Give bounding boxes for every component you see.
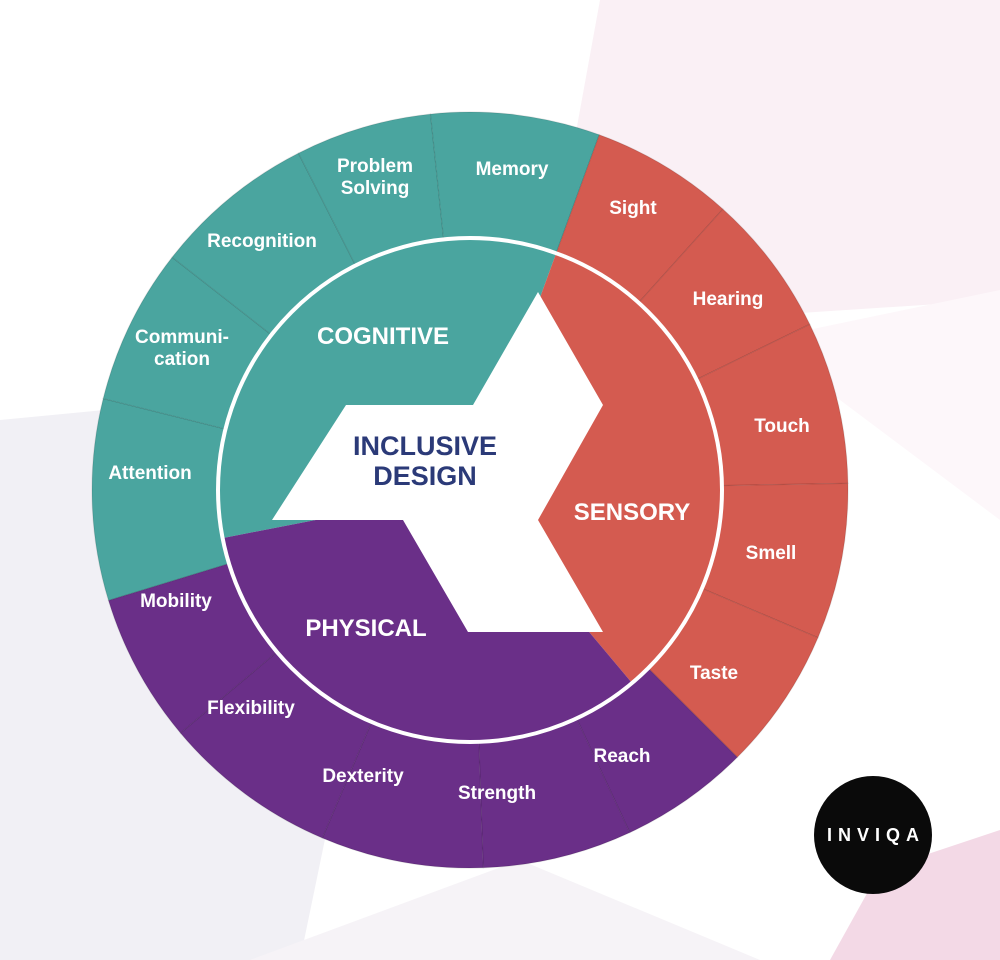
segment-label-problem-solving-line2: Solving xyxy=(341,178,410,199)
center-title-line2: DESIGN xyxy=(373,461,477,491)
segment-labels: Attention Communi-cation Recognition Proble… xyxy=(108,156,809,804)
physical-sector xyxy=(222,490,632,742)
segment-label-recognition: Recognition xyxy=(207,231,317,252)
logo-text: INVIQA xyxy=(827,825,925,845)
segment-label-communication-line1: Communi- xyxy=(135,327,229,348)
category-label-physical: PHYSICAL xyxy=(305,615,426,642)
segment-label-touch: Touch xyxy=(754,416,810,437)
segment-label-strength: Strength xyxy=(458,783,536,804)
segment-label-communication-line2: cation xyxy=(154,349,210,370)
center-chevron xyxy=(272,292,603,632)
inner-circle xyxy=(216,236,724,744)
inner-circle-outline xyxy=(216,236,724,744)
inviqa-logo: INVIQA xyxy=(814,776,932,894)
logo-circle xyxy=(814,776,932,894)
category-label-sensory: SENSORY xyxy=(574,499,690,526)
category-label-cognitive: COGNITIVE xyxy=(317,323,449,350)
segment-label-memory: Memory xyxy=(476,159,549,180)
segment-label-sight: Sight xyxy=(609,198,657,219)
segment-label-reach: Reach xyxy=(593,746,650,767)
outer-ring-segments xyxy=(91,111,849,869)
segment-label-flexibility: Flexibility xyxy=(207,698,295,719)
segment-label-taste: Taste xyxy=(690,663,738,684)
segment-label-hearing: Hearing xyxy=(693,289,764,310)
segment-label-attention: Attention xyxy=(108,463,191,484)
center-title-line1: INCLUSIVE xyxy=(353,431,497,461)
segment-label-mobility: Mobility xyxy=(140,591,212,612)
segment-label-smell: Smell xyxy=(746,543,797,564)
segment-label-problem-solving-line1: Problem xyxy=(337,156,413,177)
segment-label-dexterity: Dexterity xyxy=(322,766,404,787)
